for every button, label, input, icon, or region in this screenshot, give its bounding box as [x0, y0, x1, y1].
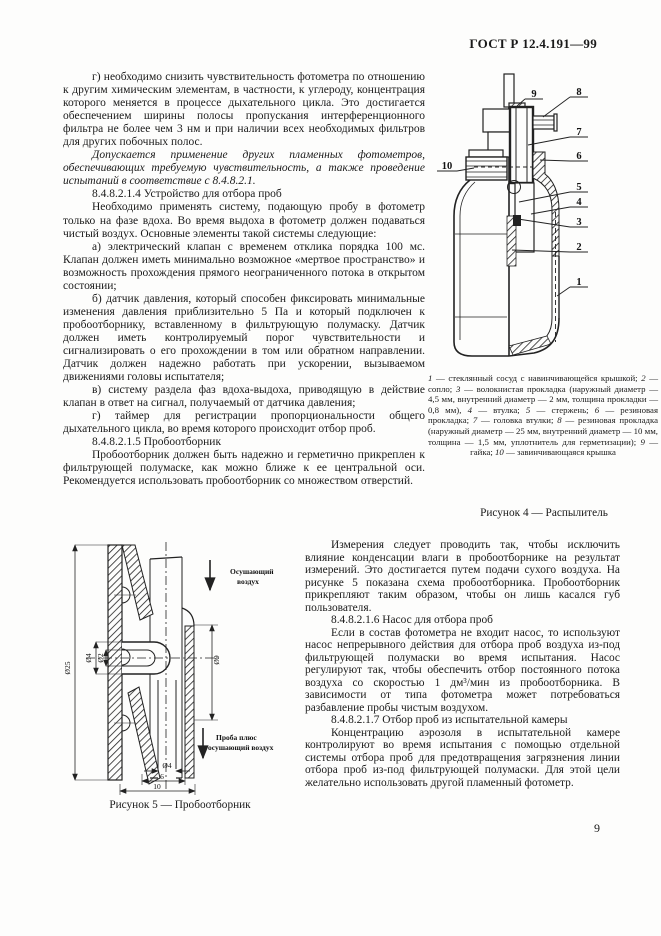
dim-outlet-diameter: Ø4 — [162, 761, 171, 770]
legend-number: 1 — [428, 373, 433, 383]
label-sample-line1: Проба плюс — [216, 733, 257, 742]
legend-number: 8 — [557, 415, 562, 426]
callout-10: 10 — [442, 161, 453, 172]
dim-tube-diameter: Ø9 — [212, 655, 221, 664]
figure5-flow-labels: Осушающий воздух Проба плюс осушающий во… — [197, 560, 274, 760]
clause-8-4-8-2-1-5: 8.4.8.2.1.5 Пробоотборник — [92, 436, 222, 449]
liquid-section — [508, 335, 552, 356]
callout-6: 6 — [576, 151, 581, 162]
paragraph-g: г) необходимо снизить чувствительность ф… — [63, 71, 425, 149]
side-outlet-tube — [532, 115, 555, 130]
figure4-caption: Рисунок 4 — Распылитель — [480, 507, 608, 519]
label-sample-line2: осушающий воздух — [208, 743, 274, 752]
figure5-caption: Рисунок 5 — Пробоотборник — [109, 799, 251, 811]
paragraph-chamber: Концентрацию аэрозоля в испытательной ка… — [305, 726, 620, 789]
mouth-plate — [107, 544, 123, 781]
callout-7: 7 — [576, 127, 581, 138]
legend-number: 10 — [495, 447, 504, 458]
figure4-legend: 1 — стеклянный сосуд с навинчивающейся к… — [428, 373, 658, 458]
dim-probe-outer: Ø4 — [84, 653, 93, 662]
dim-plate-diameter: Ø25 — [63, 661, 72, 674]
paragraph-measure: Измерения следует проводить так, чтобы и… — [305, 539, 620, 614]
paragraph-g2: г) таймер для регистрации пропорциональн… — [63, 410, 425, 436]
dim-outlet-width: 6 — [160, 772, 164, 781]
callout-3: 3 — [576, 217, 581, 228]
callout-1: 1 — [576, 277, 581, 288]
paragraph-b: б) датчик давления, который способен фик… — [63, 292, 425, 384]
legend-number: 9 — [640, 436, 645, 447]
figure5-dimensions: Ø25 Ø4 Ø2 Ø9 Ø4 6 10 — [63, 544, 221, 795]
paragraph-sampler: Пробоотборник должен быть надежно и герм… — [63, 449, 425, 488]
callout-5: 5 — [576, 182, 581, 193]
legend-number: 7 — [472, 415, 478, 426]
legend-number: 5 — [525, 404, 531, 415]
paragraph-note-italic: Допускается применение других пламенных … — [63, 149, 425, 188]
figure5-drawing: Ø25 Ø4 Ø2 Ø9 Ø4 6 10 О — [63, 542, 274, 795]
callout-9: 9 — [531, 89, 536, 100]
screw-cap — [465, 156, 508, 181]
dim-body-width: 10 — [153, 782, 161, 791]
callout-8: 8 — [576, 87, 581, 98]
clause-8-4-8-2-1-4: 8.4.8.2.1.4 Устройство для отбора проб — [92, 188, 282, 201]
legend-number: 6 — [594, 404, 600, 415]
figure4-drawing: 1 2 3 4 5 6 7 8 9 10 — [437, 73, 588, 357]
callout-4: 4 — [576, 197, 582, 208]
upper-cone-wall — [121, 544, 154, 621]
bottle-outline — [453, 179, 509, 357]
main-text-lower: Измерения следует проводить так, чтобы и… — [305, 539, 620, 789]
legend-number: 4 — [467, 404, 473, 415]
figure4-callouts: 1 2 3 4 5 6 7 8 9 10 — [437, 87, 588, 297]
main-text-upper: г) необходимо снизить чувствительность ф… — [63, 71, 425, 489]
label-drying-air-line2: воздух — [237, 577, 259, 586]
clause-8-4-8-2-1-7: 8.4.8.2.1.7 Отбор проб из испытательной … — [331, 714, 568, 726]
callout-2: 2 — [576, 242, 581, 253]
nozzle-seat — [513, 215, 521, 226]
fiber-gasket — [506, 215, 517, 267]
standard-number: ГОСТ Р 12.4.191—99 — [469, 36, 597, 51]
lower-cone-wall — [127, 686, 161, 785]
sampler-body — [86, 542, 220, 792]
label-drying-air-line1: Осушающий — [230, 567, 274, 576]
outer-shell-wall — [184, 625, 195, 779]
sprayer-body — [453, 73, 560, 357]
paragraph-system: Необходимо применять систему, подающую п… — [63, 201, 425, 240]
paragraph-a: а) электрический клапан с временем откли… — [63, 240, 425, 292]
page-number: 9 — [594, 821, 600, 835]
legend-number: 2 — [641, 373, 646, 383]
paragraph-pump: Если в состав фотометра не входит насос,… — [305, 626, 620, 714]
legend-number: 3 — [455, 383, 461, 394]
paragraph-v: в) систему раздела фаз вдоха-выдоха, при… — [63, 384, 425, 410]
clause-8-4-8-2-1-6: 8.4.8.2.1.6 Насос для отбора проб — [331, 614, 493, 626]
dim-probe-inner: Ø2 — [96, 653, 105, 662]
